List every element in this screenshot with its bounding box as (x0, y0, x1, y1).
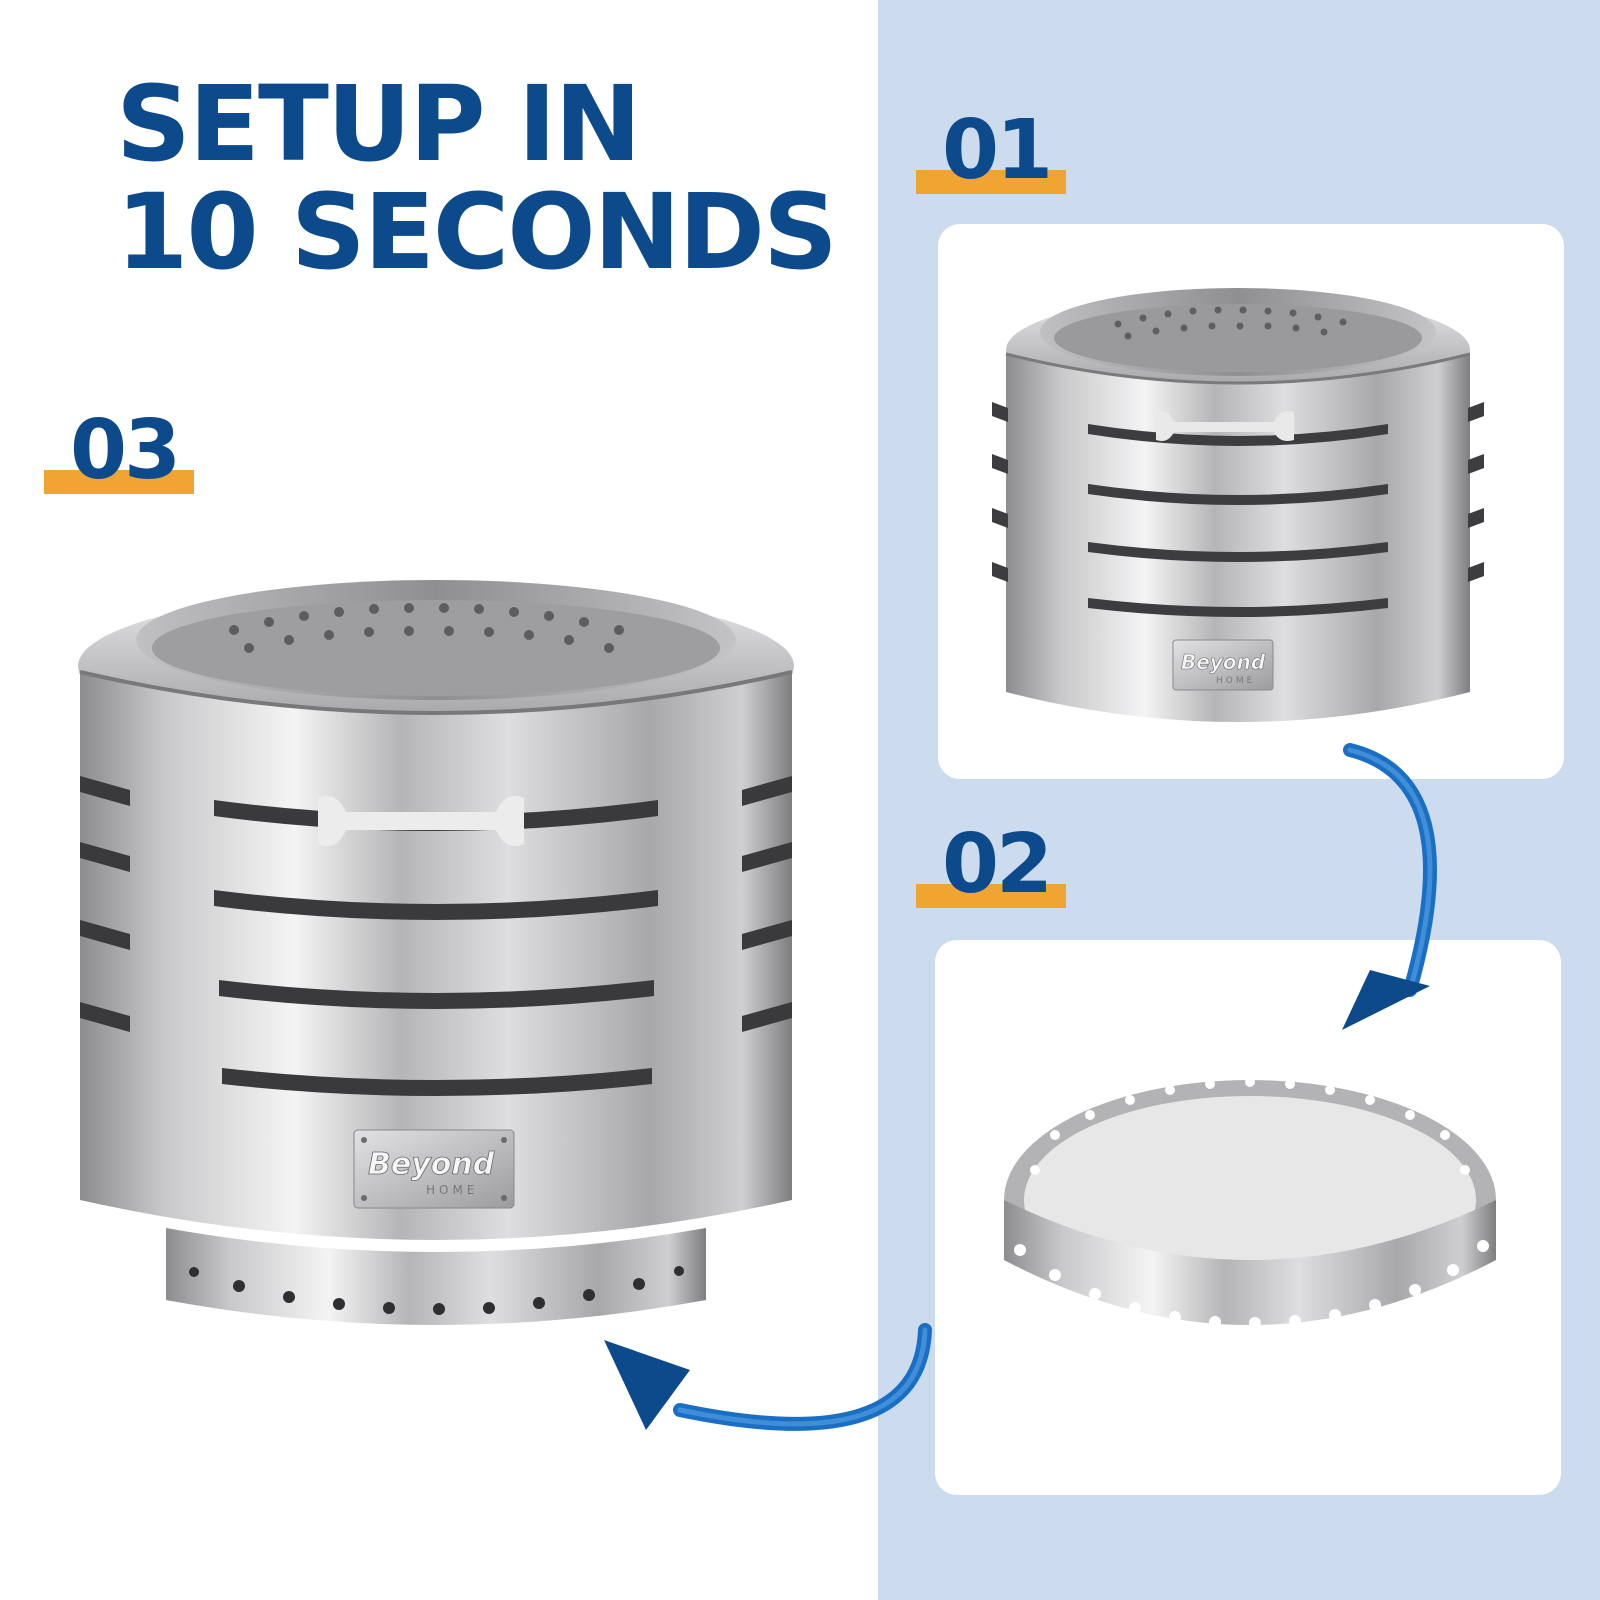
step-badge-03: 03 (44, 408, 194, 494)
perforated-ring-image (1004, 1077, 1496, 1361)
step-underline (916, 170, 1066, 194)
brand-logo-sub: HOME (426, 1183, 478, 1197)
headline-line-2: 10 SECONDS (116, 171, 838, 293)
brand-logo-sub: HOME (1216, 676, 1255, 686)
step-number: 02 (942, 817, 1053, 912)
step-number: 01 (942, 103, 1053, 198)
step-badge-02: 02 (916, 822, 1066, 908)
step-underline (916, 884, 1066, 908)
headline-line-1: SETUP IN (116, 63, 641, 185)
brand-logo-text: Beyond (368, 1147, 495, 1182)
brand-logo-text: Beyond (1181, 650, 1266, 674)
step-number: 03 (70, 403, 181, 498)
outer-body-image: Beyond HOME (992, 288, 1484, 722)
headline: SETUP IN 10 SECONDS (116, 63, 838, 293)
arrow-01-to-02-icon (1342, 743, 1437, 1030)
assembled-fire-pit-image: Beyond HOME (78, 580, 794, 1325)
step-badge-01: 01 (916, 108, 1066, 194)
step-underline (44, 470, 194, 494)
arrow-02-to-03-icon (604, 1323, 932, 1431)
